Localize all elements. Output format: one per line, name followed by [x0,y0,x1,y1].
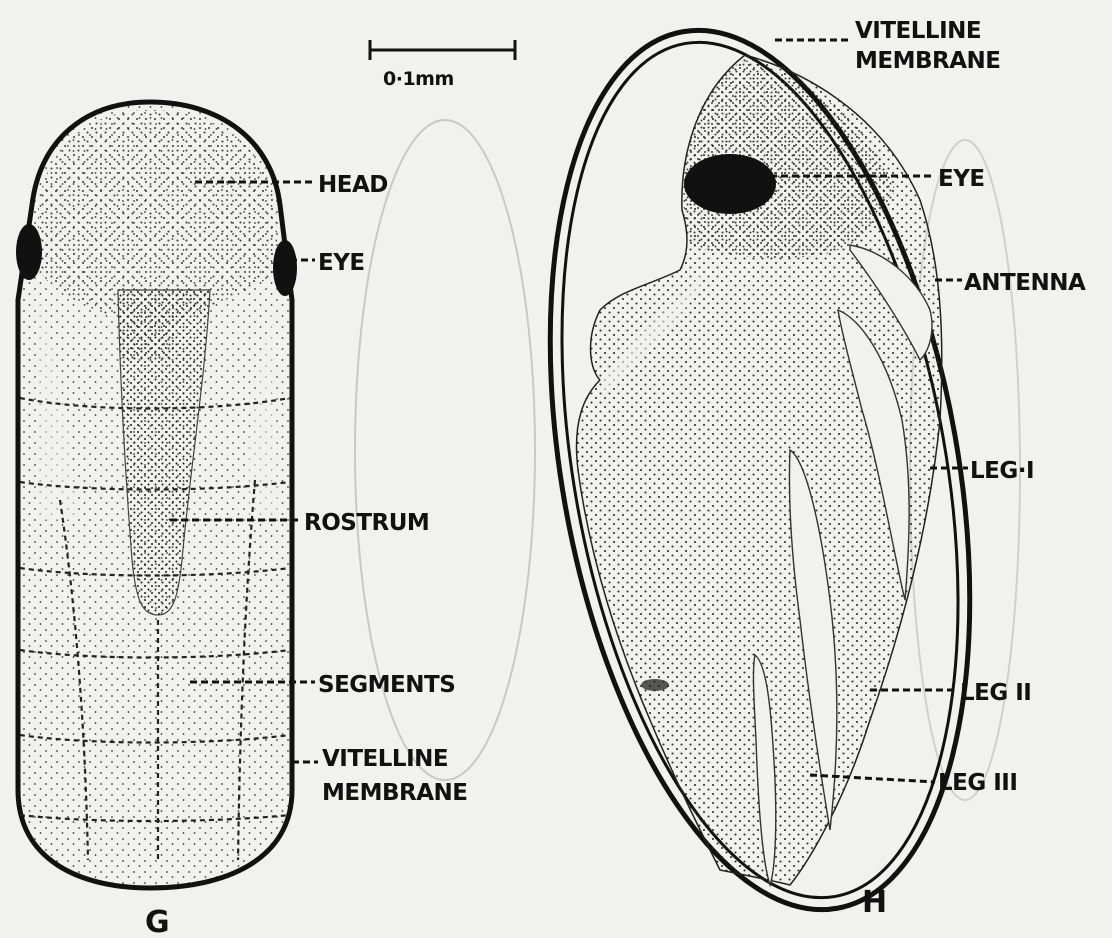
h-eye-label: EYE [938,166,985,192]
h-eye [684,154,776,214]
g-head-label: HEAD [318,172,388,198]
figure-h: VITELLINE MEMBRANE EYE ANTENNA LEG·I LEG… [488,0,1086,938]
g-rostrum-label: ROSTRUM [304,510,429,536]
g-vitelline-label-2: MEMBRANE [322,780,468,806]
scale-bar-label: 0·1mm [383,68,454,90]
h-leg-2-label: LEG II [960,680,1031,706]
figure-g-letter: G [145,905,169,938]
g-vitelline-label-1: VITELLINE [322,746,448,772]
h-vitelline-label-1: VITELLINE [855,18,981,44]
figure-h-letter: H [862,885,887,920]
g-eye-right [273,240,297,296]
g-segments-label: SEGMENTS [318,672,455,698]
g-eye-left [16,224,42,280]
h-leg-1-label: LEG·I [970,458,1034,484]
g-eye-label: EYE [318,250,365,276]
scale-bar: 0·1mm [370,40,515,90]
h-leg-3-label: LEG III [938,770,1017,796]
h-antenna-label: ANTENNA [964,270,1086,296]
figure-g: HEAD EYE ROSTRUM SEGMENTS VITELLINE MEMB… [16,102,468,938]
h-vitelline-label-2: MEMBRANE [855,48,1001,74]
